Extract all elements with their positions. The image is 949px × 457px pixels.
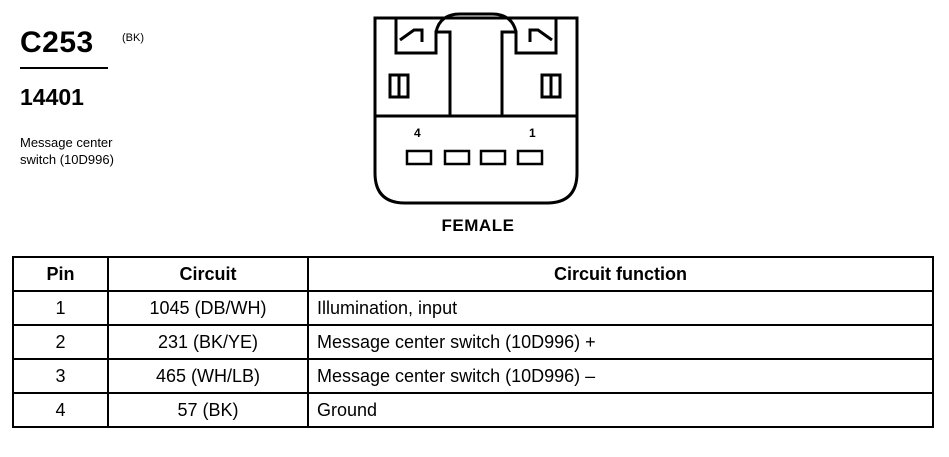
pin-cavity: [479, 149, 507, 166]
latch-hook: [528, 28, 553, 42]
cell-function: Illumination, input: [307, 290, 934, 326]
latch-cap: [434, 12, 518, 33]
header-function: Circuit function: [307, 256, 934, 292]
description-line: Message center: [20, 135, 113, 150]
pin-cavity: [516, 149, 544, 166]
connector-id: C253: [20, 26, 94, 59]
table-row: 4 57 (BK) Ground: [12, 392, 934, 428]
cell-circuit: 465 (WH/LB): [107, 358, 309, 394]
table-header-row: Pin Circuit Circuit function: [12, 256, 934, 292]
connector-color: (BK): [122, 32, 144, 44]
table-row: 2 231 (BK/YE) Message center switch (10D…: [12, 324, 934, 360]
table-row: 1 1045 (DB/WH) Illumination, input: [12, 290, 934, 326]
connector-gender: FEMALE: [441, 216, 515, 235]
cell-pin: 3: [12, 358, 109, 394]
latch-hook: [399, 28, 424, 42]
cell-function: Message center switch (10D996) +: [307, 324, 934, 360]
pin-cavity: [405, 149, 433, 166]
pinout-table: Pin Circuit Circuit function 1 1045 (DB/…: [12, 256, 934, 428]
pin-label-right: 1: [529, 126, 536, 140]
pin-label-left: 4: [414, 126, 421, 140]
header-circuit: Circuit: [107, 256, 309, 292]
part-number: 14401: [20, 84, 84, 110]
cell-pin: 1: [12, 290, 109, 326]
connector-description: Message center switch (10D996): [20, 134, 180, 168]
header-pin: Pin: [12, 256, 109, 292]
connector-id-underline: [20, 67, 108, 69]
locking-latch: [500, 18, 558, 116]
cell-circuit: 57 (BK): [107, 392, 309, 428]
cell-pin: 2: [12, 324, 109, 360]
connector-face-diagram: [373, 12, 579, 205]
cell-function: Ground: [307, 392, 934, 428]
cell-function: Message center switch (10D996) –: [307, 358, 934, 394]
table-row: 3 465 (WH/LB) Message center switch (10D…: [12, 358, 934, 394]
pin-cavity: [443, 149, 471, 166]
cell-circuit: 1045 (DB/WH): [107, 290, 309, 326]
cell-circuit: 231 (BK/YE): [107, 324, 309, 360]
cell-pin: 4: [12, 392, 109, 428]
connector-housing: [373, 16, 579, 205]
description-line: switch (10D996): [20, 152, 114, 167]
locking-latch: [394, 18, 452, 116]
